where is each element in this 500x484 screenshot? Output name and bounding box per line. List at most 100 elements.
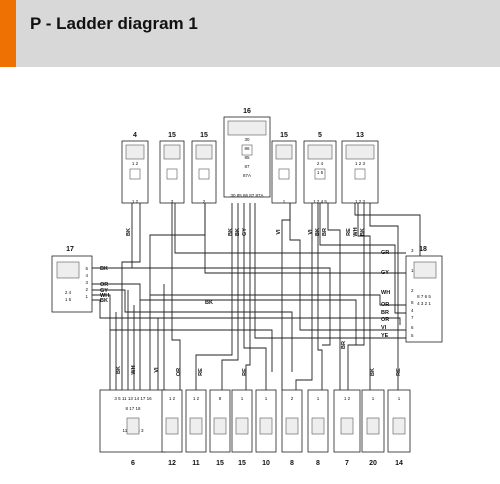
terminal-icon xyxy=(189,417,203,435)
wire-bk-low xyxy=(92,299,401,325)
bottom-connector-7: 1 27 xyxy=(333,389,361,467)
wire-color-label: VI xyxy=(308,229,314,235)
component-number: 13 xyxy=(356,132,364,139)
connector-body-label: 1 5 xyxy=(317,170,324,175)
bottom-connector-11: 1 2 11 xyxy=(185,389,207,467)
connector-pin-numbers: 1 2 xyxy=(132,199,139,204)
connector-pin-number: 4 xyxy=(85,273,88,278)
connector-pin-numbers: 1 xyxy=(265,396,268,401)
connector-housing-icon xyxy=(413,261,437,279)
connector-pin-numbers: 1 xyxy=(317,396,320,401)
connector-housing-icon xyxy=(307,144,333,160)
connector-pin-number: 4 xyxy=(411,308,414,313)
pin-face-icon xyxy=(166,168,178,180)
component-number: 5 xyxy=(318,132,322,139)
wire-or-right xyxy=(150,294,406,306)
wire-ye-right xyxy=(254,203,406,339)
connector-pin-numbers: 1 2 xyxy=(193,396,200,401)
terminal-icon xyxy=(392,417,406,435)
wire-color-label: OR xyxy=(176,368,182,376)
component-number: 16 xyxy=(243,108,251,115)
component-number: 15 xyxy=(168,132,176,139)
wire-br-right xyxy=(319,203,406,314)
wire-vi-right xyxy=(289,203,406,331)
connector-pin-number: 7 xyxy=(411,315,414,320)
connector-pin-numbers: 1 2 3 xyxy=(355,199,366,204)
connector-pin-numbers: 1 xyxy=(398,396,401,401)
wire-color-label: RE xyxy=(396,368,402,376)
wire-color-label: BK xyxy=(360,228,366,236)
wire-16-85 xyxy=(221,203,239,390)
wire-color-label: BK xyxy=(315,228,321,236)
wire-5-5 xyxy=(327,203,341,390)
wire-color-label: BK xyxy=(205,300,213,306)
wire-color-label: VI xyxy=(381,325,387,331)
wire-4-2 xyxy=(121,203,141,390)
component-number: 8 xyxy=(316,460,320,467)
connector-pin-number: 2 xyxy=(85,287,88,292)
wire-or xyxy=(92,283,357,345)
wire-color-label: BR xyxy=(322,228,328,236)
bottom-connector-20: 120 xyxy=(361,389,385,467)
terminal-icon xyxy=(340,417,354,435)
pin-face-icon xyxy=(129,168,141,180)
connector-body-label: 86 xyxy=(244,146,250,151)
component-number: 11 xyxy=(192,460,200,467)
page-title: P - Ladder diagram 1 xyxy=(30,14,198,33)
wire-wh xyxy=(92,294,273,372)
wire-color-label: BK xyxy=(235,228,241,236)
connector-pin-numbers: 1 2 xyxy=(169,396,176,401)
wire-color-label: OR xyxy=(381,302,389,308)
connector-pin-number: 3 xyxy=(85,280,88,285)
connector-pin-numbers: 1 xyxy=(241,396,244,401)
wire-color-label: WH xyxy=(353,227,359,236)
bottom-connector-8: 18 xyxy=(307,389,329,467)
component-number: 18 xyxy=(419,246,427,253)
terminal-icon xyxy=(366,417,380,435)
connector-pin-number: 2 xyxy=(411,288,414,293)
connector-pin-numbers: 2 xyxy=(203,199,206,204)
terminal-icon xyxy=(311,417,325,435)
bottom-connector-15: 1 15 xyxy=(231,389,253,467)
connector-pin-number: 5 xyxy=(411,333,414,338)
wire-bk-top xyxy=(92,267,331,346)
connector-housing-icon xyxy=(56,261,80,279)
wire-5-2 xyxy=(317,203,323,390)
connector-housing-icon xyxy=(227,120,267,136)
connector-pin-numbers: 3 5 11 13 14 17 16 xyxy=(114,396,152,401)
wire-color-label: GY xyxy=(100,288,108,294)
wire-5-1 xyxy=(295,203,313,390)
component-number: 14 xyxy=(395,460,403,467)
connector-housing-icon xyxy=(163,144,181,160)
top-connector-4: 41 21 2BK xyxy=(121,132,149,236)
connector-body-label: 1 2 3 xyxy=(355,161,366,166)
connector-pin-numbers: 8 xyxy=(219,396,222,401)
component-number: 12 xyxy=(168,460,176,467)
wire-15c xyxy=(281,203,291,390)
connector-pin-numbers: 30 85 86 87 87A xyxy=(230,193,263,198)
bottom-connector-10: 1 10 xyxy=(255,389,277,467)
wire-color-label: OR xyxy=(381,317,389,323)
wire-color-label: BK xyxy=(126,228,132,236)
wire-color-label: RE xyxy=(198,368,204,376)
connector-body-label: 2 4 xyxy=(317,161,324,166)
component-number: 10 xyxy=(262,460,270,467)
component-number: 15 xyxy=(238,460,246,467)
connector-pin-numbers: 1 xyxy=(283,199,286,204)
pin-face-icon xyxy=(278,168,290,180)
wire-color-label: WH xyxy=(100,293,109,299)
connector-housing-icon xyxy=(345,144,375,160)
bottom-connector-14: 1 14 xyxy=(387,389,411,467)
connector-body-label: 1 2 xyxy=(132,161,139,166)
connector-body-label: 30 xyxy=(244,137,250,142)
wire-15b xyxy=(149,203,206,390)
wire-color-label: BK xyxy=(100,266,108,272)
connector-body-label: 87 xyxy=(244,164,250,169)
wire-color-label: VI xyxy=(154,367,160,373)
wire-16-86 xyxy=(243,203,267,390)
connector-pin-number: 1 xyxy=(85,294,88,299)
